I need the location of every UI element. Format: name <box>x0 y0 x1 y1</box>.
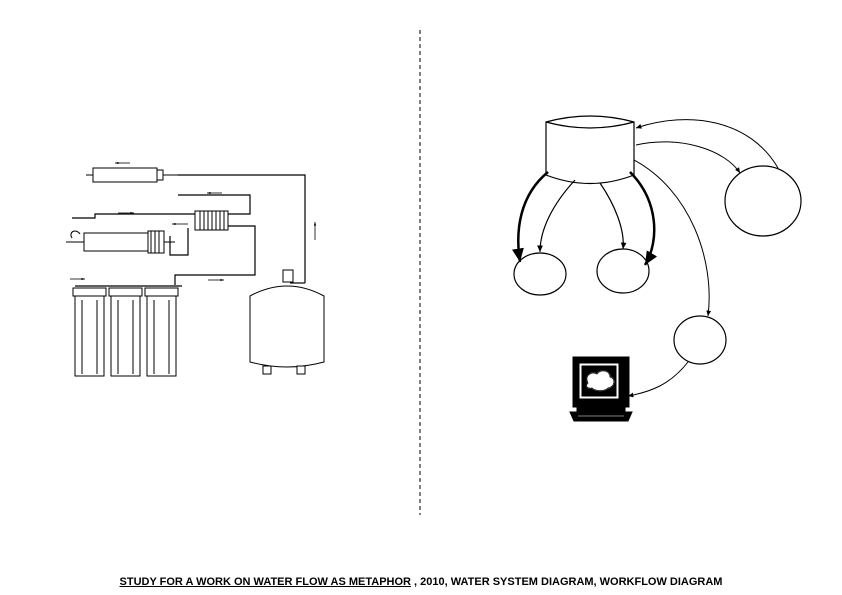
flow-restrictor <box>194 210 229 231</box>
inline-filter <box>86 167 178 183</box>
node-left <box>513 252 567 296</box>
arrow-db-to-left <box>511 171 549 263</box>
arrow-db-to-lower <box>633 159 712 317</box>
ro-membrane-housing <box>66 230 175 254</box>
caption: STUDY FOR A WORK ON WATER FLOW AS METAPH… <box>0 576 842 588</box>
node-middle <box>596 248 650 294</box>
node-lower <box>673 315 727 365</box>
prefilter-housings <box>72 287 179 377</box>
database-cylinder <box>545 115 635 185</box>
node-right-large <box>724 165 802 237</box>
arrow-lower-to-computer <box>627 361 689 398</box>
piping <box>72 174 306 287</box>
water-system-diagram <box>66 161 325 377</box>
workflow-diagram <box>511 115 802 422</box>
prefilter-housing-2 <box>108 287 143 377</box>
arrow-db-to-left-thin <box>537 179 576 253</box>
computer-terminal <box>569 356 633 422</box>
prefilter-housing-1 <box>72 287 107 377</box>
prefilter-housing-3 <box>144 287 179 377</box>
arrow-db-to-middle-thin <box>599 182 627 250</box>
arrow-db-to-middle <box>629 171 658 266</box>
storage-tank <box>249 269 325 375</box>
caption-details: , 2010, WATER SYSTEM DIAGRAM, WORKFLOW D… <box>411 576 723 588</box>
caption-title: STUDY FOR A WORK ON WATER FLOW AS METAPH… <box>119 576 411 588</box>
arrow-db-to-large <box>635 141 741 174</box>
arrow-large-to-db <box>635 119 779 169</box>
flow-arrows <box>70 161 317 282</box>
